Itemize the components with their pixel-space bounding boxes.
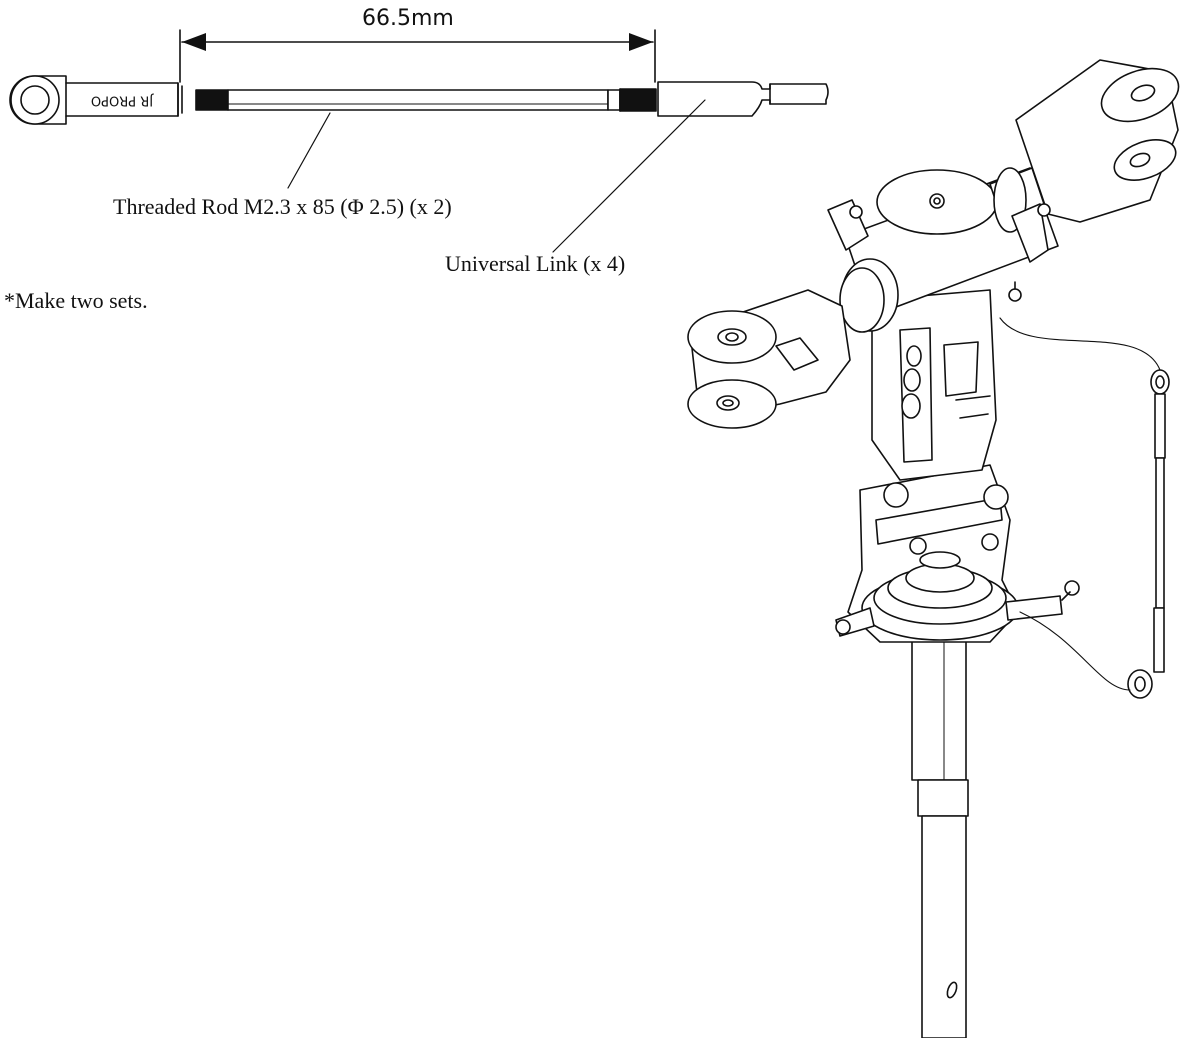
rod-leader-line bbox=[287, 112, 331, 189]
rod-assembly: JR PROPO bbox=[9, 29, 829, 253]
left-universal-link: JR PROPO bbox=[9, 75, 183, 125]
head-block bbox=[871, 289, 997, 481]
universal-link-label: Universal Link (x 4) bbox=[445, 251, 626, 276]
swashplate-assembly bbox=[835, 464, 1080, 643]
dimension-label: 66.5mm bbox=[362, 6, 454, 31]
main-shaft bbox=[911, 619, 969, 1038]
blade-grip-left bbox=[687, 289, 851, 429]
threaded-rod bbox=[195, 88, 657, 112]
dimension-line bbox=[179, 29, 656, 83]
right-universal-link bbox=[657, 81, 829, 117]
rotor-head-illustration bbox=[687, 59, 1180, 1038]
note-label: *Make two sets. bbox=[4, 288, 148, 313]
follower-arms bbox=[827, 199, 1051, 302]
link-leader-line bbox=[552, 99, 706, 253]
blade-grip-right bbox=[1015, 59, 1180, 223]
assembled-linkage bbox=[999, 317, 1170, 699]
rod-engraving: JR PROPO bbox=[91, 93, 154, 108]
threaded-rod-label: Threaded Rod M2.3 x 85 (Φ 2.5) (x 2) bbox=[113, 194, 452, 219]
